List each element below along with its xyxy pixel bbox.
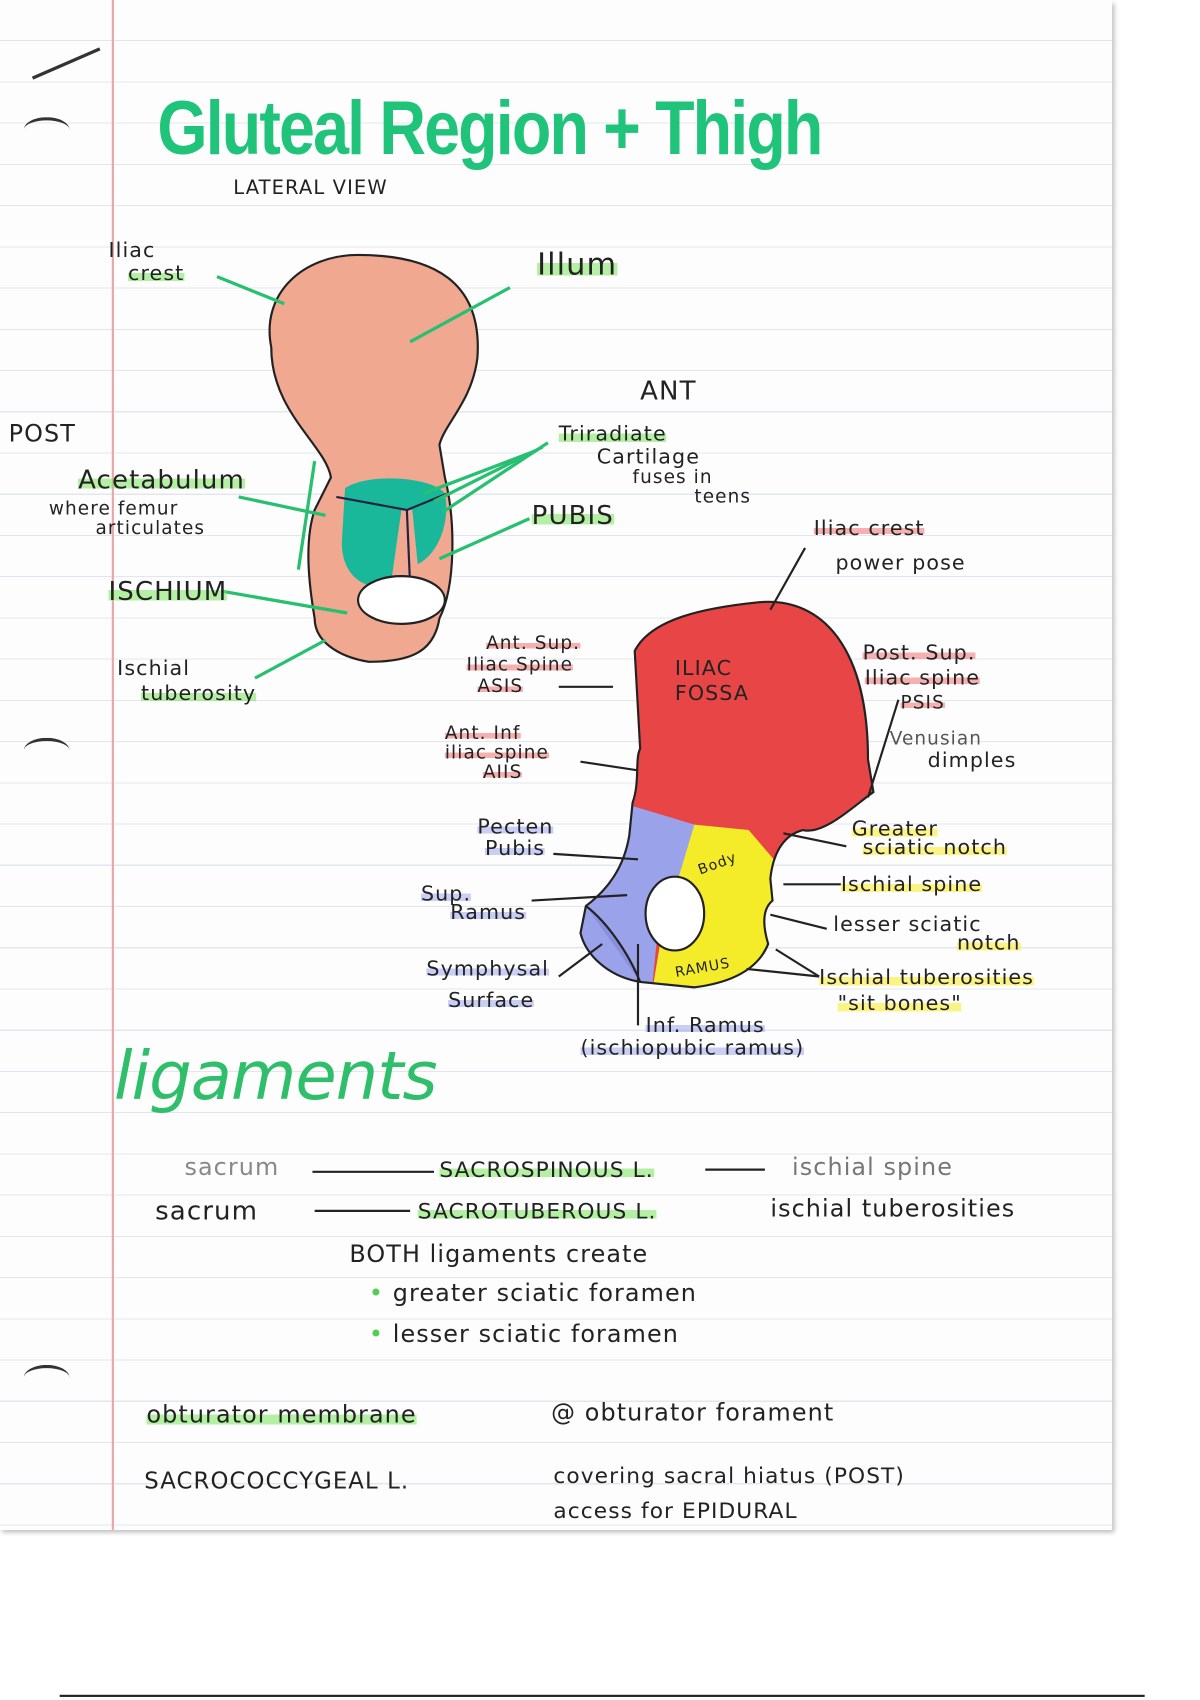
label-pubis: PUBIS xyxy=(531,500,614,531)
label-psis-1: Post. Sup. xyxy=(862,641,976,666)
label-fuses: fuses in xyxy=(632,466,713,489)
sacrococcygeal-name: SACROCOCCYGEAL L. xyxy=(144,1468,410,1495)
label-iliac-crest-2: crest xyxy=(128,261,185,286)
label-asis-2: Iliac Spine xyxy=(466,654,574,676)
label-asis-1: Ant. Sup. xyxy=(486,632,581,655)
label-psis-2: Iliac spine xyxy=(864,666,981,691)
label-ilium: Illum xyxy=(537,246,618,283)
label-iliac-crest: Iliac xyxy=(108,238,156,263)
divider xyxy=(59,1694,1145,1697)
label-post: POST xyxy=(8,420,76,449)
lig-origin-1: sacrum xyxy=(184,1154,280,1182)
label-lesser-notch-2: notch xyxy=(956,930,1021,955)
label-iliac-fossa-2: FOSSA xyxy=(674,681,750,706)
label-acetabulum-note-2: articulates xyxy=(95,517,206,540)
hip-bone-lateral xyxy=(268,253,479,663)
obturator-text: @ obturator forament xyxy=(551,1399,835,1427)
binder-hole xyxy=(23,1364,70,1390)
bullet-item: • lesser sciatic foramen xyxy=(368,1321,679,1349)
label-asis-3: ASIS xyxy=(477,675,524,698)
label-ischial-tuberosities: Ischial tuberosities xyxy=(819,965,1035,990)
label-power-pose: power pose xyxy=(835,551,966,576)
subtitle: LATERAL VIEW xyxy=(233,176,388,200)
label-ischial-spine: Ischial spine xyxy=(840,872,983,897)
both-ligaments-text: BOTH ligaments create xyxy=(349,1241,649,1269)
label-dimples: dimples xyxy=(927,748,1017,773)
obturator-name: obturator membrane xyxy=(146,1401,417,1429)
binder-hole xyxy=(23,737,70,763)
label-venusian: Venusian xyxy=(889,728,983,750)
label-sup-ramus: Sup. xyxy=(420,882,472,906)
sacrococcygeal-line1: covering sacral hiatus (POST) xyxy=(553,1462,905,1489)
margin-line xyxy=(111,0,114,1530)
bullet-item: • greater sciatic foramen xyxy=(369,1282,697,1306)
ligaments-heading: ligaments xyxy=(113,1036,438,1116)
lig-name-2: SACROTUBEROUS L. xyxy=(417,1197,657,1224)
lig-name-1: SACROSPINOUS L. xyxy=(439,1156,654,1183)
label-pubis-2: Pubis xyxy=(484,836,546,861)
label-symphysal: Symphysal xyxy=(426,956,549,981)
label-greater-notch-2: sciatic notch xyxy=(862,835,1007,860)
label-iliac-fossa: ILIAC xyxy=(674,656,733,681)
label-ischial-tuberosity: Ischial xyxy=(117,656,191,681)
ischium-region xyxy=(651,824,782,988)
bullet-icon: • xyxy=(368,1321,393,1349)
label-ischial-tuberosity-2: tuberosity xyxy=(141,681,257,706)
label-aiis-1: Ant. Inf xyxy=(444,722,521,745)
label-sup-ramus-2: Ramus xyxy=(450,900,527,925)
label-iliac-crest-medial: Iliac crest xyxy=(813,516,925,541)
bullet-text: lesser sciatic foramen xyxy=(392,1321,679,1349)
label-cartilage: Cartilage xyxy=(596,444,700,469)
label-triradiate: Triradiate xyxy=(558,422,667,446)
label-ischiopubic: (ischiopubic ramus) xyxy=(580,1036,805,1061)
label-ischium: ISCHIUM xyxy=(108,576,228,607)
label-ant: ANT xyxy=(640,375,697,406)
label-teens: teens xyxy=(694,486,752,508)
label-inf-ramus: Inf. Ramus xyxy=(645,1013,765,1038)
page-title: Gluteal Region + Thigh xyxy=(157,85,823,171)
label-greater-notch: Greater xyxy=(851,817,938,841)
bullet-text: greater sciatic foramen xyxy=(392,1280,697,1308)
label-aiis-2: iliac spine xyxy=(444,742,549,764)
label-sit-bones: "sit bones" xyxy=(837,991,962,1016)
lig-origin-2: sacrum xyxy=(155,1195,259,1227)
label-pecten: Pecten xyxy=(477,814,554,839)
binder-hole xyxy=(23,117,70,142)
label-acetabulum-note: where femur xyxy=(48,498,179,520)
label-aiis-3: AIIS xyxy=(482,761,523,784)
lig-insertion-2: ischial tuberosities xyxy=(770,1195,1016,1223)
bullet-icon: • xyxy=(368,1280,393,1308)
pubis-region xyxy=(580,805,695,988)
label-acetabulum: Acetabulum xyxy=(78,464,245,495)
label-surface: Surface xyxy=(448,988,535,1013)
sacrococcygeal-line2: access for EPIDURAL xyxy=(553,1497,798,1524)
label-lesser-notch: lesser sciatic xyxy=(833,912,982,937)
lig-insertion-1: ischial spine xyxy=(792,1154,954,1182)
label-psis-3: PSIS xyxy=(900,692,945,714)
